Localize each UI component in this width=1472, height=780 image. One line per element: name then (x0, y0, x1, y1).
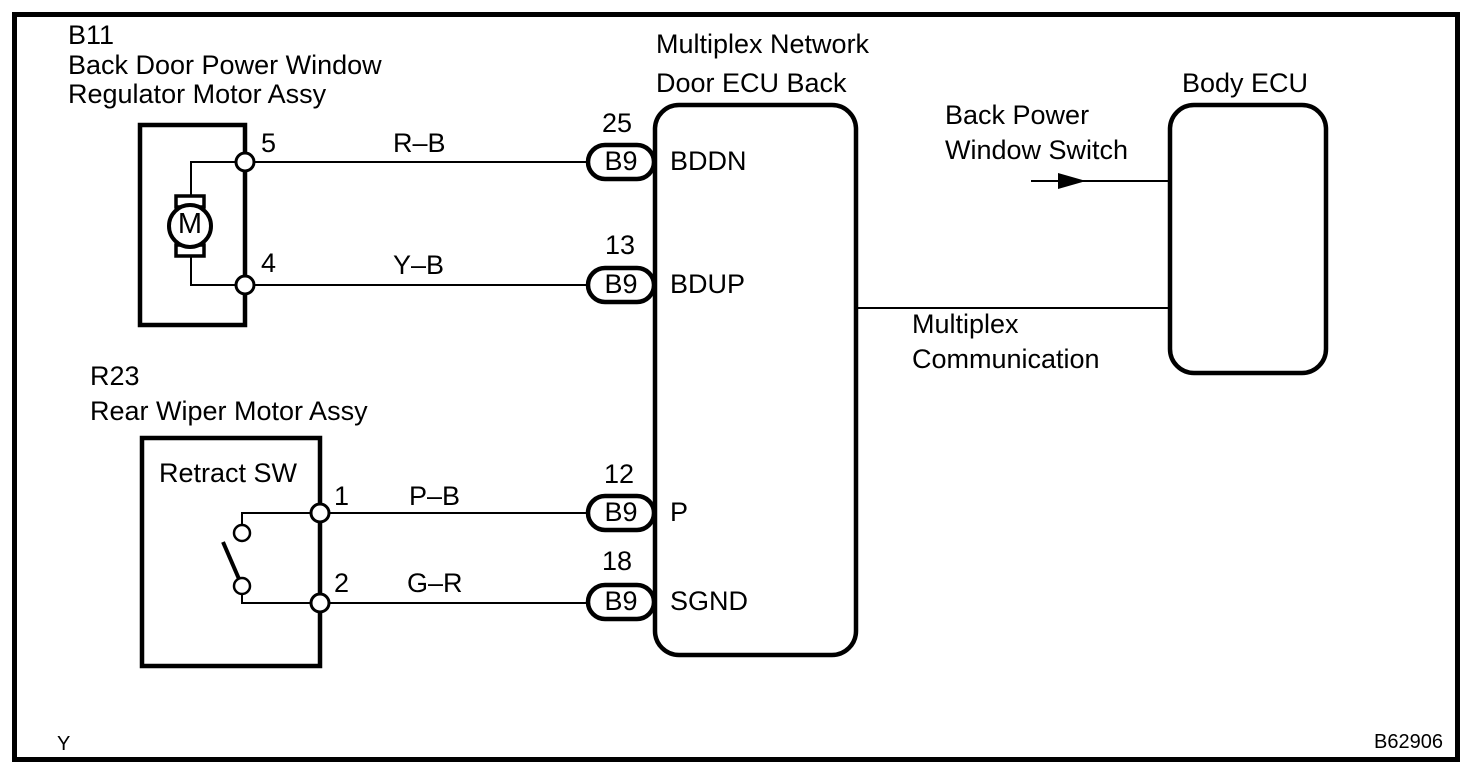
pin-number-18: 18 (602, 546, 633, 576)
signal-bddn: BDDN (670, 146, 747, 176)
door-ecu-title-line1: Multiplex Network (656, 29, 870, 59)
wire-label-p-b: P–B (409, 481, 461, 511)
b11-pin4-label: 4 (261, 248, 277, 278)
r23-switch-box (139, 435, 323, 669)
pin2-terminal (309, 592, 331, 614)
body-ecu-title: Body ECU (1182, 68, 1309, 98)
footer-figure-code: B62906 (1374, 731, 1443, 753)
signal-sgnd: SGND (670, 586, 749, 616)
connector-code-sgnd: B9 (604, 586, 638, 616)
wire-label-r-b: R–B (393, 128, 446, 158)
r23-pin2-label: 2 (334, 568, 350, 598)
pin1-terminal (309, 502, 331, 524)
door-ecu-box (652, 102, 859, 658)
connector-b9-bdup (585, 265, 657, 305)
switch-blade-icon (221, 541, 241, 580)
multiplex-communication-line2: Communication (912, 344, 1100, 374)
wire-label-y-b: Y–B (393, 250, 445, 280)
b11-name-line1: Back Door Power Window (68, 50, 382, 80)
retract-sw-label: Retract SW (159, 458, 298, 488)
motor-circle-icon (167, 203, 213, 249)
pin5-terminal (234, 151, 256, 173)
switch-wire-upper (241, 512, 311, 525)
connector-code-bddn: B9 (604, 146, 638, 176)
signal-bdup: BDUP (670, 269, 746, 299)
connector-b9-p (585, 493, 657, 533)
pin-number-12: 12 (604, 459, 635, 489)
motor-wire-upper (190, 161, 238, 196)
switch-contact-upper (232, 523, 252, 543)
motor-symbol-label: M (177, 208, 203, 240)
arrowhead-icon (1058, 173, 1086, 189)
pin-number-25: 25 (602, 108, 633, 138)
connector-code-bdup: B9 (604, 269, 638, 299)
pin-number-13: 13 (605, 230, 636, 260)
b11-motor-box (137, 122, 248, 328)
pin4-terminal (234, 274, 256, 296)
signal-p: P (670, 497, 689, 527)
door-ecu-title-line2: Door ECU Back (656, 68, 847, 98)
switch-contact-lower (232, 576, 252, 596)
r23-pin1-label: 1 (334, 481, 350, 511)
connector-b9-sgnd (585, 582, 657, 622)
r23-code: R23 (90, 361, 140, 391)
wire-label-g-r: G–R (407, 568, 463, 598)
r23-name: Rear Wiper Motor Assy (90, 396, 368, 426)
switch-wire-lower (241, 594, 311, 604)
multiplex-communication-line1: Multiplex (912, 309, 1019, 339)
connector-b9-bddn (585, 142, 657, 182)
back-power-window-switch-line1: Back Power (945, 100, 1090, 130)
b11-name-line2: Regulator Motor Assy (68, 79, 327, 109)
motor-wire-lower (190, 256, 238, 286)
b11-pin5-label: 5 (261, 128, 277, 158)
connector-code-p: B9 (604, 497, 638, 527)
outer-border (12, 12, 1460, 762)
footer-page-code: Y (57, 733, 71, 755)
back-power-window-switch-line2: Window Switch (945, 135, 1129, 165)
body-ecu-box (1167, 102, 1329, 376)
b11-code: B11 (68, 20, 115, 50)
